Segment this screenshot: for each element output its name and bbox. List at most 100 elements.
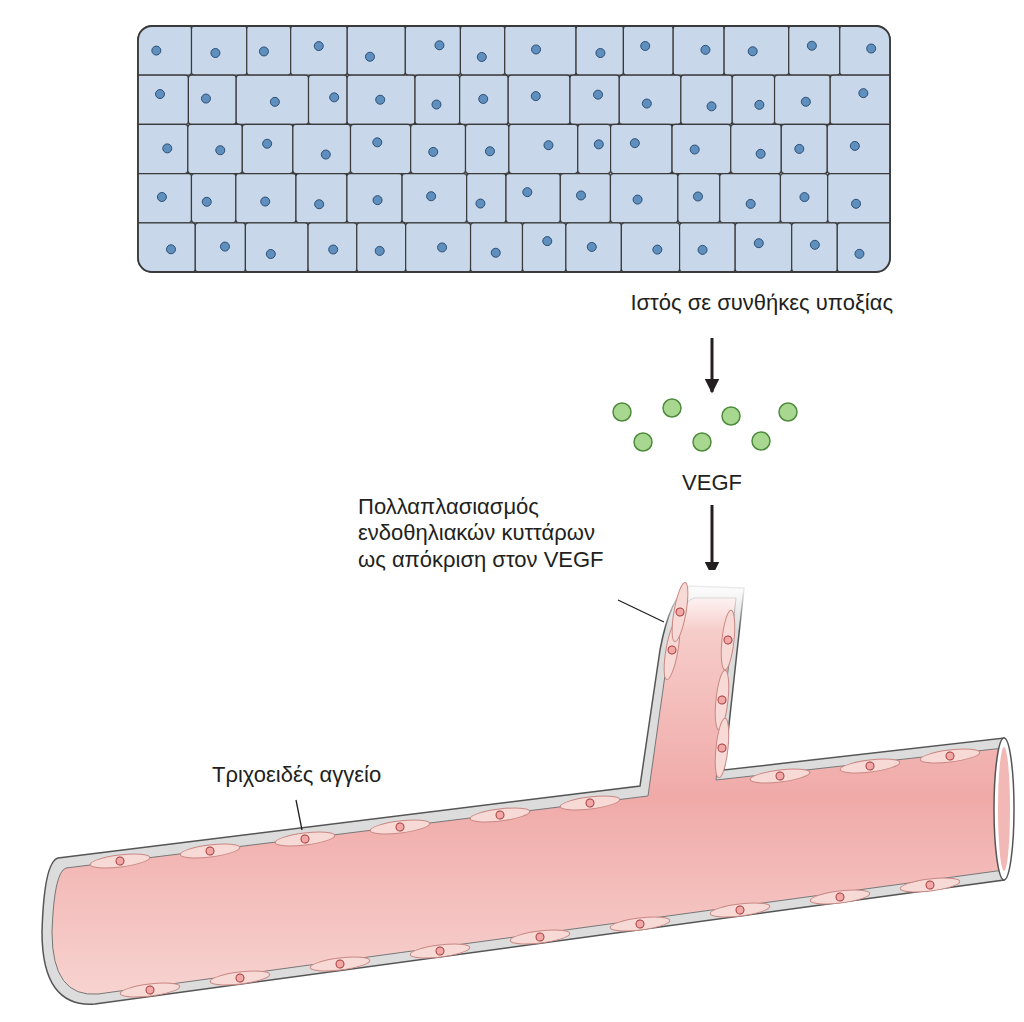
tissue-cell [460, 26, 504, 75]
tissue-cell [351, 124, 411, 173]
tissue-cell [411, 124, 466, 173]
nucleus [531, 92, 540, 101]
tissue-cell [415, 75, 460, 124]
hypoxic-tissue [133, 26, 895, 272]
nucleus [376, 95, 385, 104]
nucleus [867, 44, 876, 53]
tissue-cell [827, 124, 890, 173]
endothelial-cell [719, 610, 737, 671]
nucleus [544, 141, 553, 150]
nucleus [373, 196, 382, 205]
nucleus [270, 97, 279, 106]
nucleus [156, 90, 165, 99]
nucleus [375, 246, 384, 255]
nucleus [259, 47, 268, 56]
nucleus [166, 245, 175, 254]
tissue-cell [195, 223, 245, 272]
tissue-cell [672, 124, 731, 173]
nucleus [201, 94, 210, 103]
nucleus [630, 139, 639, 148]
tissue-cell [780, 174, 827, 223]
tissue-cell [576, 26, 623, 75]
tissue-label: Ιστός σε συνθήκες υποξίας [533, 290, 893, 316]
endothelial-cell [179, 841, 240, 860]
nucleus [653, 245, 662, 254]
nucleus [855, 249, 864, 258]
nucleus [216, 146, 225, 155]
tissue-cell [611, 124, 672, 173]
endothelial-cell [409, 941, 470, 960]
nucleus [690, 145, 699, 154]
molecule-label: VEGF [662, 470, 762, 496]
tissue-cell [236, 75, 308, 124]
tissue-cell [138, 26, 192, 75]
nucleus [202, 197, 211, 206]
tissue-cell [678, 174, 720, 223]
endothelial-cell [709, 900, 770, 919]
tissue-cell [188, 124, 242, 173]
tissue-cell [245, 223, 308, 272]
nucleus [594, 140, 603, 149]
tissue-cell [840, 26, 890, 75]
nucleus [698, 245, 707, 254]
nucleus [587, 242, 596, 251]
nucleus [642, 99, 651, 108]
nucleus [577, 191, 586, 200]
tissue-cell [291, 26, 348, 75]
tissue-cell [293, 124, 351, 173]
nucleus [850, 141, 859, 150]
tissue-cell [735, 223, 792, 272]
nucleus [432, 100, 441, 109]
tissue-cell [405, 26, 460, 75]
tissue-cell [724, 26, 789, 75]
nucleus [754, 239, 763, 248]
tissue-cell [191, 174, 235, 223]
nucleus [707, 102, 716, 111]
tissue-cell [781, 124, 827, 173]
nucleus [748, 47, 757, 56]
tissue-cell [680, 223, 736, 272]
endothelial-cell [713, 718, 731, 779]
tissue-cell [522, 223, 565, 272]
tissue-cell [402, 174, 467, 223]
nucleus [438, 243, 447, 252]
nucleus [807, 41, 816, 50]
nucleus [435, 41, 444, 50]
nucleus [795, 144, 804, 153]
nucleus [429, 147, 438, 156]
nucleus [330, 93, 339, 102]
tissue-cell [296, 174, 347, 223]
tissue-cell [830, 75, 890, 124]
arrow [711, 338, 714, 392]
tissue-cell [560, 174, 610, 223]
leader-line [618, 600, 664, 622]
nucleus [633, 195, 642, 204]
tissue-cell [505, 26, 576, 75]
nucleus [756, 149, 765, 158]
tissue-cell [837, 223, 890, 272]
tissue-cell [347, 75, 415, 124]
arrow [711, 505, 714, 575]
endothelial-cell [119, 980, 180, 999]
nucleus [211, 49, 220, 58]
nucleus [477, 52, 486, 61]
tissue-cell [566, 223, 622, 272]
tissue-cell [570, 75, 619, 124]
tissue-cell [138, 223, 195, 272]
tissue-cell [792, 223, 838, 272]
capillary [42, 570, 1014, 1004]
tissue-cell [308, 223, 357, 272]
tissue-cell [309, 75, 348, 124]
tissue-cell [247, 26, 291, 75]
tissue-cell [138, 174, 191, 223]
tissue-cell [242, 124, 293, 173]
tissue-cell [509, 124, 578, 173]
tissue-cell [357, 223, 406, 272]
endothelial-cell [919, 746, 980, 765]
nucleus [329, 245, 338, 254]
nucleus [852, 199, 861, 208]
endothelial-cell [749, 766, 810, 785]
tissue-cell [406, 223, 471, 272]
nucleus [476, 199, 485, 208]
nucleus [157, 193, 166, 202]
